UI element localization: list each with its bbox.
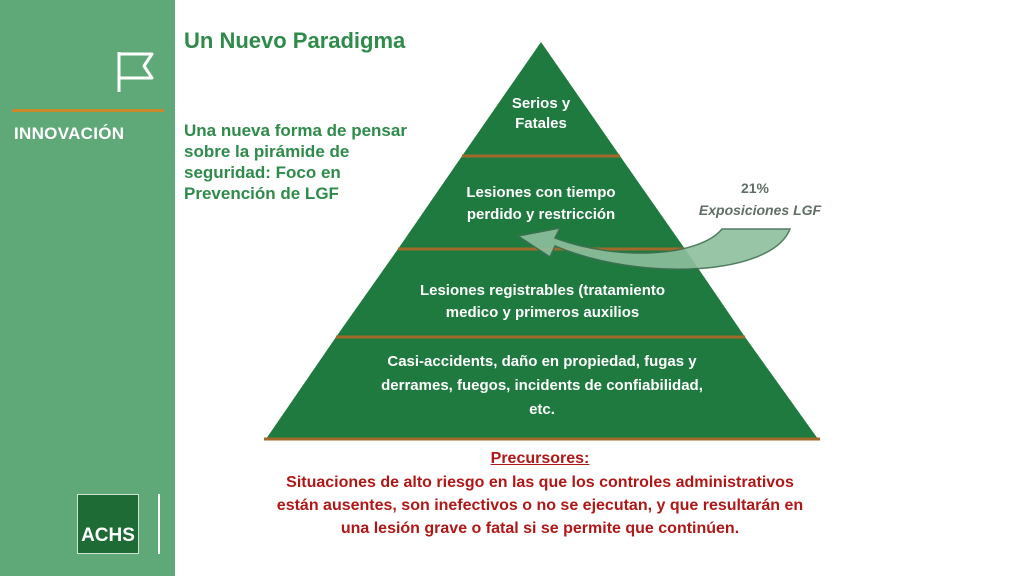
flag-icon <box>117 52 154 92</box>
exposure-label: Exposiciones LGF <box>698 202 822 218</box>
precursors-title: Precursores: <box>490 450 590 467</box>
exposure-percent: 21% <box>740 180 770 196</box>
achs-logo: ACHS <box>77 494 139 554</box>
pyramid-level-3-label: Lesiones registrables (tratamiento medic… <box>419 282 666 321</box>
precursors-body: Situaciones de alto riesgo en las que lo… <box>276 474 804 537</box>
pyramid-level-4 <box>266 337 818 439</box>
sidebar-divider <box>12 109 164 112</box>
pyramid-level-1-label: Serios y Fatales <box>511 95 571 132</box>
sidebar <box>0 0 175 576</box>
section-label: INNOVACIÓN <box>14 124 125 143</box>
pyramid-level-2-label: Lesiones con tiempo perdido y restricció… <box>466 184 616 223</box>
logo-divider <box>158 494 160 554</box>
pyramid-shape <box>264 42 820 441</box>
curved-arrow-icon <box>516 226 792 270</box>
pyramid-level-2 <box>398 156 685 249</box>
page-subtitle: Una nueva forma de pensar sobre la pirám… <box>184 121 407 203</box>
pyramid-level-1 <box>462 42 620 156</box>
page-title: Un Nuevo Paradigma <box>184 28 406 53</box>
pyramid-level-3 <box>336 249 745 337</box>
pyramid-level-4-label: Casi-accidents, daño en propiedad, fugas… <box>381 353 703 418</box>
